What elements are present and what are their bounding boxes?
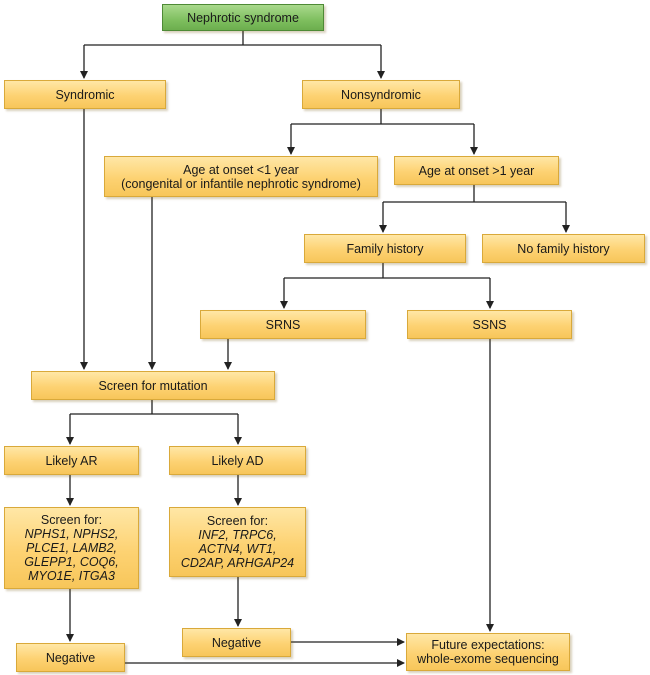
- future-expectations-detail: whole-exome sequencing: [417, 652, 559, 666]
- negative-ad-node: Negative: [182, 628, 291, 657]
- ad-gene-line-3: CD2AP, ARHGAP24: [180, 556, 295, 570]
- likely-ar-label: Likely AR: [45, 453, 98, 468]
- screen-for-mutation-label: Screen for mutation: [98, 378, 208, 393]
- future-expectations-label: Future expectations:: [431, 638, 545, 652]
- future-expectations-node: Future expectations: whole-exome sequenc…: [406, 633, 570, 671]
- negative-ad-label: Negative: [211, 635, 262, 650]
- onset-under1-label: Age at onset <1 year: [183, 162, 299, 177]
- onset-over1-label: Age at onset >1 year: [418, 163, 535, 178]
- ar-gene-line-2: PLCE1, LAMB2,: [25, 541, 117, 555]
- ad-gene-screen-node: Screen for: INF2, TRPC6, ACTN4, WT1, CD2…: [169, 507, 306, 577]
- connector-root-split: [84, 30, 381, 46]
- srns-label: SRNS: [265, 317, 301, 332]
- ar-screen-heading: Screen for:: [40, 513, 103, 527]
- connector-screen-split: [70, 400, 238, 415]
- onset-under1-subtitle: (congenital or infantile nephrotic syndr…: [121, 176, 361, 191]
- ar-gene-line-3: GLEPP1, COQ6,: [24, 555, 119, 569]
- ssns-node: SSNS: [407, 310, 572, 339]
- likely-ar-node: Likely AR: [4, 446, 139, 475]
- syndromic-node: Syndromic: [4, 80, 166, 109]
- ad-gene-line-1: INF2, TRPC6,: [198, 528, 277, 542]
- ad-screen-heading: Screen for:: [206, 514, 269, 528]
- connector-family-split: [284, 263, 490, 279]
- negative-ar-node: Negative: [16, 643, 125, 672]
- onset-over1-node: Age at onset >1 year: [394, 156, 559, 185]
- ssns-label: SSNS: [472, 317, 507, 332]
- connector-onset-split: [383, 185, 566, 203]
- family-history-label: Family history: [346, 241, 424, 256]
- no-family-history-node: No family history: [482, 234, 645, 263]
- negative-ar-label: Negative: [45, 650, 96, 665]
- srns-node: SRNS: [200, 310, 366, 339]
- connector-nonsyndromic-split: [291, 109, 474, 125]
- nonsyndromic-node: Nonsyndromic: [302, 80, 460, 109]
- ar-gene-line-4: MYO1E, ITGA3: [28, 569, 115, 583]
- likely-ad-label: Likely AD: [211, 453, 264, 468]
- no-family-history-label: No family history: [517, 241, 610, 256]
- syndromic-label: Syndromic: [55, 87, 115, 102]
- nephrotic-syndrome-node: Nephrotic syndrome: [162, 4, 324, 31]
- nonsyndromic-label: Nonsyndromic: [341, 87, 421, 102]
- screen-for-mutation-node: Screen for mutation: [31, 371, 275, 400]
- ar-gene-line-1: NPHS1, NPHS2,: [24, 527, 119, 541]
- nephrotic-syndrome-label: Nephrotic syndrome: [187, 10, 299, 25]
- family-history-node: Family history: [304, 234, 466, 263]
- likely-ad-node: Likely AD: [169, 446, 306, 475]
- onset-under1-node: Age at onset <1 year (congenital or infa…: [104, 156, 378, 197]
- ar-gene-screen-node: Screen for: NPHS1, NPHS2, PLCE1, LAMB2, …: [4, 507, 139, 589]
- ad-gene-line-2: ACTN4, WT1,: [198, 542, 277, 556]
